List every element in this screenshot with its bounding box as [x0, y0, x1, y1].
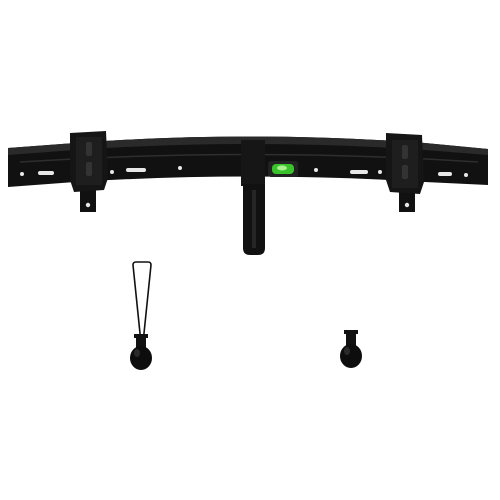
rail-slot: [126, 168, 146, 172]
cord-lock-knob-highlight: [134, 349, 140, 357]
left-clamp-slot: [86, 162, 92, 176]
locking-knob-stem: [346, 332, 356, 346]
rail-slot: [350, 170, 368, 174]
bubble-level: [268, 161, 298, 177]
locking-knob-body: [340, 344, 362, 368]
rail-hole: [464, 173, 468, 177]
rail-hole: [378, 170, 382, 174]
rail-hole: [110, 170, 114, 174]
level-bubble: [277, 165, 287, 171]
center-arm-shadow: [252, 190, 256, 248]
right-clamp-slot: [402, 165, 408, 179]
locking-knob-highlight: [344, 347, 350, 355]
center-support-arm: [241, 140, 265, 255]
left-clamp-hole: [85, 202, 91, 208]
locking-knob: [340, 330, 362, 368]
rail-top-flange: [8, 136, 488, 155]
cord-lock-cap: [134, 334, 148, 338]
right-clamp-slot: [402, 145, 408, 159]
center-arm-top-plate: [241, 140, 265, 186]
locking-knob-cap: [344, 330, 358, 334]
cord-lock-stem: [136, 336, 146, 348]
left-clamp-slot: [86, 142, 92, 156]
cord-lock-knob: [130, 346, 152, 370]
rail-hole: [178, 166, 182, 170]
left-bracket-clamp: [70, 131, 108, 212]
rail-hole: [314, 168, 318, 172]
right-bracket-clamp: [386, 133, 424, 212]
right-clamp-hole: [404, 202, 410, 208]
rail-slot: [438, 172, 452, 176]
rail-slot: [38, 171, 54, 175]
rail-hole: [20, 172, 24, 176]
pull-cord-loop: [132, 261, 152, 344]
pull-cord-lock: [130, 261, 152, 370]
